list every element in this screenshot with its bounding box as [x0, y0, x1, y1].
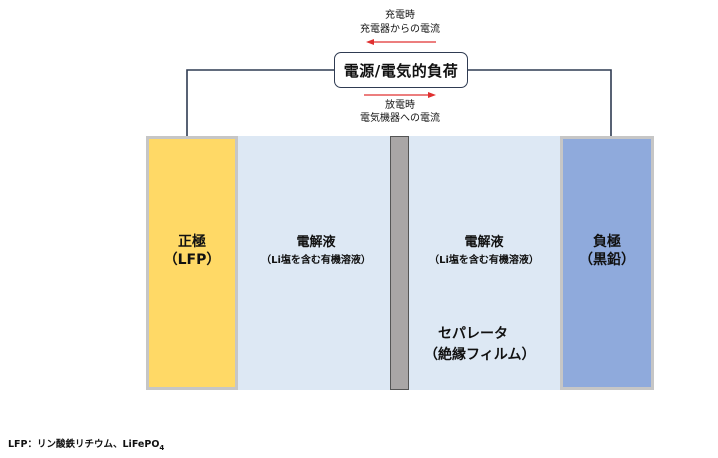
discharge-label-2: 電気機器への電流: [360, 113, 440, 124]
electrolyte-right-detail: （Li塩を含む有機溶液）: [429, 255, 539, 266]
wire-left: [186, 69, 334, 136]
power-load-label: 電源/電気的負荷: [343, 61, 459, 80]
footnote: LFP：リン酸鉄リチウム、LiFePO4: [8, 436, 164, 452]
positive-electrode: [146, 136, 238, 390]
separator-film: [390, 136, 409, 390]
charge-arrow: [366, 39, 436, 45]
negative-electrode: [560, 136, 654, 390]
electrolyte-left-title: 電解液: [296, 235, 336, 250]
footnote-subscript: 4: [159, 443, 165, 452]
footnote-text: LFP：リン酸鉄リチウム、LiFePO: [8, 439, 160, 450]
electrolyte-left-detail: （Li塩を含む有機溶液）: [261, 255, 371, 266]
positive-electrode-material: （LFP）: [163, 252, 221, 268]
negative-electrode-title: 負極: [593, 234, 621, 250]
charge-label-1: 充電時: [385, 10, 415, 21]
separator-detail: （絶縁フィルム）: [424, 347, 536, 363]
discharge-arrow: [364, 92, 436, 98]
charge-label-2: 充電器からの電流: [360, 24, 440, 35]
power-load-box: 電源/電気的負荷: [334, 52, 468, 88]
positive-electrode-title: 正極: [178, 234, 206, 250]
electrolyte-right-title: 電解液: [464, 235, 504, 250]
wire-right: [468, 69, 612, 136]
negative-electrode-material: （黒鉛）: [579, 252, 635, 268]
separator-title: セパレータ: [438, 326, 508, 342]
discharge-label-1: 放電時: [385, 100, 415, 111]
